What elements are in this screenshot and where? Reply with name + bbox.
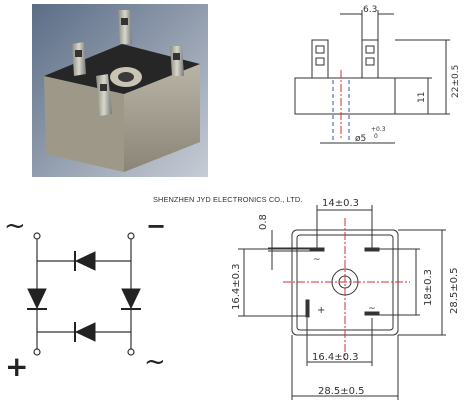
pin-label-plus: + <box>317 305 325 316</box>
symbol-ac-top-left: ~ <box>4 211 26 241</box>
pin-slot-bottom-right <box>364 311 380 316</box>
diode-top <box>74 251 96 271</box>
company-name: SHENZHEN JYD ELECTRONICS CO., LTD. <box>153 195 303 204</box>
terminal-dc-plus <box>33 348 41 356</box>
symbol-dc-minus: − <box>146 212 166 240</box>
terminal-ac-bottom-right <box>127 348 135 356</box>
dim-body-height: 11 <box>417 92 427 103</box>
side-view-pin-left-hole <box>315 45 325 54</box>
pin-slot-top-left <box>309 247 325 252</box>
product-photo <box>32 4 208 177</box>
dim-total-height: 22±0.5 <box>451 65 461 98</box>
dim-total-height-top: 28.5±0.5 <box>449 267 460 314</box>
dim-right-vertical: 18±0.3 <box>423 269 434 306</box>
dim-left-vertical: 16.4±0.3 <box>231 263 242 310</box>
pin-slot-bottom-left <box>305 299 310 318</box>
terminal-ac-top-left <box>33 232 41 240</box>
side-view-drawing <box>294 10 450 144</box>
dim-pin-spacing: 6.3 <box>363 5 377 15</box>
photo-pin-right <box>170 46 184 76</box>
pin-label-ac-left: ~ <box>313 255 321 265</box>
diode-left <box>27 288 47 310</box>
dim-bottom-total-width: 28.5±0.5 <box>318 386 365 397</box>
terminal-dc-minus <box>127 232 135 240</box>
symbol-dc-plus: + <box>5 350 28 383</box>
dim-hole-tol-upper: +0.3 <box>371 126 386 133</box>
pin-slot-top-right <box>364 247 380 252</box>
pin-label-ac-right: ~ <box>368 304 376 314</box>
side-view-body <box>294 77 396 115</box>
side-view-pin-right-hole <box>365 45 375 54</box>
symbol-ac-bottom-right: ~ <box>144 347 166 377</box>
bridge-rectifier-schematic <box>33 232 135 356</box>
dim-top-width: 14±0.3 <box>322 198 359 209</box>
photo-pin-back-right <box>118 10 132 44</box>
side-view-pin-right <box>361 39 379 79</box>
dim-bottom-inner-width: 16.4±0.3 <box>312 352 359 363</box>
dim-hole-diameter: ø5 <box>355 134 366 144</box>
side-view-pin-left <box>311 39 329 79</box>
dim-hole-tol-lower: 0 <box>374 133 378 140</box>
dim-pad-height: 0.8 <box>258 214 269 230</box>
diode-bottom <box>74 322 96 342</box>
photo-pin-front <box>96 74 112 116</box>
top-view-drawing <box>238 205 446 400</box>
diode-right <box>121 288 141 310</box>
photo-pin-back-left <box>72 42 86 76</box>
